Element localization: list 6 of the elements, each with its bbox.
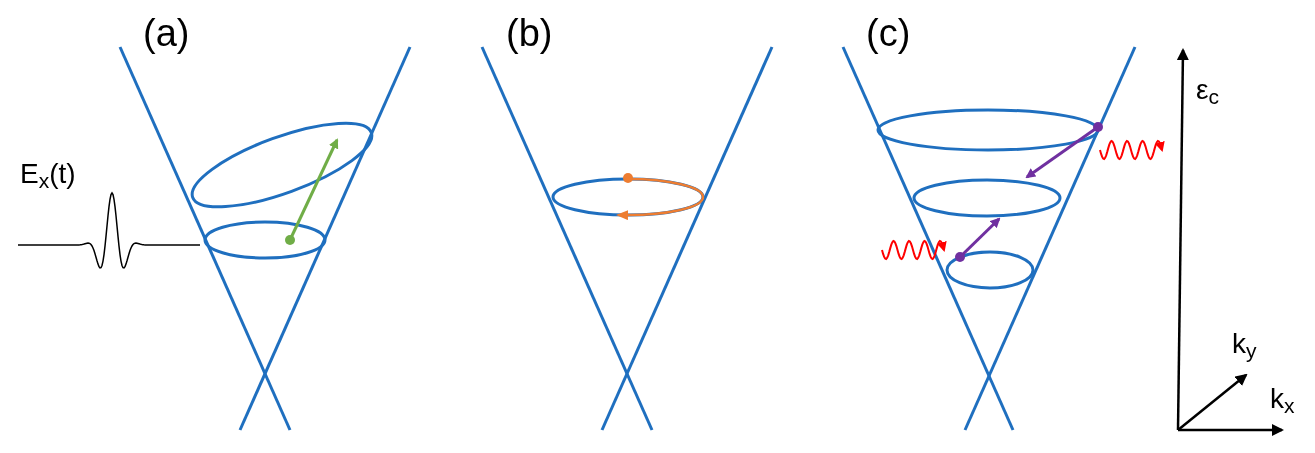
axis-label: k$_{x}$ <box>1270 385 1295 413</box>
axis-label: ε$_{c}$ <box>1196 76 1219 104</box>
panel-label: (b) <box>506 14 553 52</box>
field-label: E$_{x}$(t) <box>20 160 76 188</box>
panel-label: (c) <box>866 14 911 52</box>
panel-label: (a) <box>143 14 190 52</box>
